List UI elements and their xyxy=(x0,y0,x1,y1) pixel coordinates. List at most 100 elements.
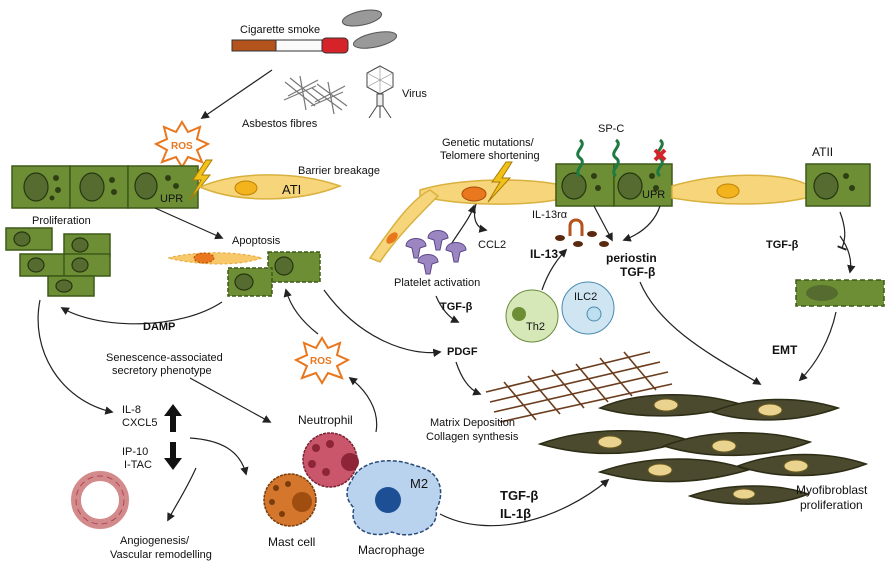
vessel-ring-icon xyxy=(71,471,129,529)
label-tgfb-periostin: TGF-β xyxy=(620,265,655,279)
label-ip10: IP-10 xyxy=(122,446,148,458)
label-upr-right: UPR xyxy=(642,189,665,201)
transitioning-cell xyxy=(795,279,885,307)
arrow-to-apoptosis xyxy=(154,207,224,240)
arrow-damp xyxy=(60,301,223,325)
label-mast-cell: Mast cell xyxy=(268,535,315,549)
ilc2-cell xyxy=(561,281,615,335)
arrow-neutrophil-to-ros xyxy=(348,376,378,433)
label-matrix-2: Collagen synthesis xyxy=(426,431,519,443)
label-damp: DAMP xyxy=(143,321,175,333)
il13ra-receptor-icon xyxy=(568,218,584,236)
label-il8: IL-8 xyxy=(122,404,141,416)
label-ilc2: ILC2 xyxy=(574,291,597,303)
label-virus: Virus xyxy=(402,88,427,100)
label-tgfb-atii: TGF-β xyxy=(766,239,799,251)
label-proliferation: Proliferation xyxy=(32,215,91,227)
down-arrow-icon xyxy=(164,442,182,470)
label-myo-1: Myofibroblast xyxy=(796,483,868,497)
label-tgfb-platelet: TGF-β xyxy=(440,301,473,313)
arrow-platelet-to-tgfb xyxy=(435,295,460,323)
ati-cell-right xyxy=(419,179,557,205)
label-matrix-1: Matrix Deposition xyxy=(430,417,515,429)
label-ccl2: CCL2 xyxy=(478,239,506,251)
virus-icon xyxy=(366,65,394,119)
label-tgfb-macrophage: TGF-β xyxy=(500,488,538,503)
cigarette-icon xyxy=(231,37,349,54)
atii-cell xyxy=(805,163,871,207)
label-barrier-breakage: Barrier breakage xyxy=(298,165,380,177)
up-arrow-icon xyxy=(164,404,182,432)
label-ros-mid: ROS xyxy=(310,356,332,367)
collagen-matrix-icon xyxy=(485,351,673,423)
epithelium-left xyxy=(11,165,199,209)
misfolded-spc-icon xyxy=(653,148,667,162)
arrow-th2-to-il13 xyxy=(541,248,568,291)
label-ati: ATI xyxy=(282,182,301,197)
label-neutrophil: Neutrophil xyxy=(298,413,353,427)
label-pdgf: PDGF xyxy=(447,346,478,358)
label-itac: I-TAC xyxy=(124,459,152,471)
arrow-to-angiogenesis xyxy=(167,467,197,522)
label-ros-top: ROS xyxy=(171,141,193,152)
label-emt: EMT xyxy=(772,343,798,357)
label-spc: SP-C xyxy=(598,123,624,135)
label-periostin: periostin xyxy=(606,251,657,265)
macrophage-nucleus xyxy=(375,487,401,513)
neutrophil-cell xyxy=(302,432,359,488)
label-m2: M2 xyxy=(410,476,428,491)
arrow-periostin-to-myo xyxy=(639,281,762,385)
ati-nucleus-left xyxy=(234,180,258,196)
label-cxcl5: CXCL5 xyxy=(122,417,157,429)
ros-burst-mid-icon xyxy=(293,336,351,385)
arrow-to-pdgf xyxy=(323,289,442,358)
label-sasp-2: secretory phenotype xyxy=(112,365,212,377)
arrow-tgfb-to-transition xyxy=(839,235,856,274)
arrow-to-mast-cell xyxy=(189,437,249,476)
arrow-epi-to-periostin-2 xyxy=(622,205,661,242)
label-atii: ATII xyxy=(812,145,833,159)
ati-nucleus-right xyxy=(461,186,487,202)
label-genetic-2: Telomere shortening xyxy=(440,150,540,162)
il13-molecules xyxy=(555,231,609,247)
ati-cell-elongated xyxy=(368,189,440,263)
arrow-macrophage-to-myo xyxy=(439,478,610,527)
myofibroblast-cluster xyxy=(537,394,869,505)
arrow-platelet-to-ati xyxy=(449,204,476,247)
ati-nucleus-right-2 xyxy=(716,183,740,199)
arrow-to-il8 xyxy=(37,299,114,415)
label-apoptosis: Apoptosis xyxy=(232,235,281,247)
th2-cell xyxy=(505,289,559,343)
label-platelet-activation: Platelet activation xyxy=(394,277,480,289)
label-myo-2: proliferation xyxy=(800,498,863,512)
lightning-icon-right xyxy=(487,161,513,203)
arrow-ros-to-apoptosis xyxy=(283,288,319,335)
label-macrophage: Macrophage xyxy=(358,543,425,557)
arrow-epi-to-periostin-1 xyxy=(593,205,613,242)
arrow-atii-inhibit xyxy=(837,211,847,251)
ati-elongated-nucleus xyxy=(386,232,398,244)
arrow-ati-to-ccl2 xyxy=(473,203,488,233)
spc-helix-icons xyxy=(576,138,664,178)
arrow-emt-to-myo xyxy=(798,311,837,382)
asbestos-fibres-icon xyxy=(283,75,348,115)
smoke-puffs-icon xyxy=(341,9,398,49)
platelet-icons xyxy=(405,230,467,275)
epithelium-right xyxy=(555,163,673,207)
label-angio-2: Vascular remodelling xyxy=(110,549,212,561)
arrow-pdgf-to-matrix xyxy=(455,361,482,396)
label-il13ra: IL-13rα xyxy=(532,209,568,221)
label-sasp-1: Senescence-associated xyxy=(106,352,223,364)
label-il13: IL-13 xyxy=(530,247,558,261)
label-genetic-1: Genetic mutations/ xyxy=(442,137,535,149)
mast-cell xyxy=(263,473,317,527)
label-angio-1: Angiogenesis/ xyxy=(120,535,190,547)
label-il1b: IL-1β xyxy=(500,506,531,521)
label-cigarette-smoke: Cigarette smoke xyxy=(240,24,320,36)
arrow-sasp-to-cells xyxy=(189,377,272,423)
arrow-insult-to-epithelium xyxy=(200,69,273,119)
label-asbestos: Asbestos fibres xyxy=(242,118,318,130)
label-upr-left: UPR xyxy=(160,193,183,205)
